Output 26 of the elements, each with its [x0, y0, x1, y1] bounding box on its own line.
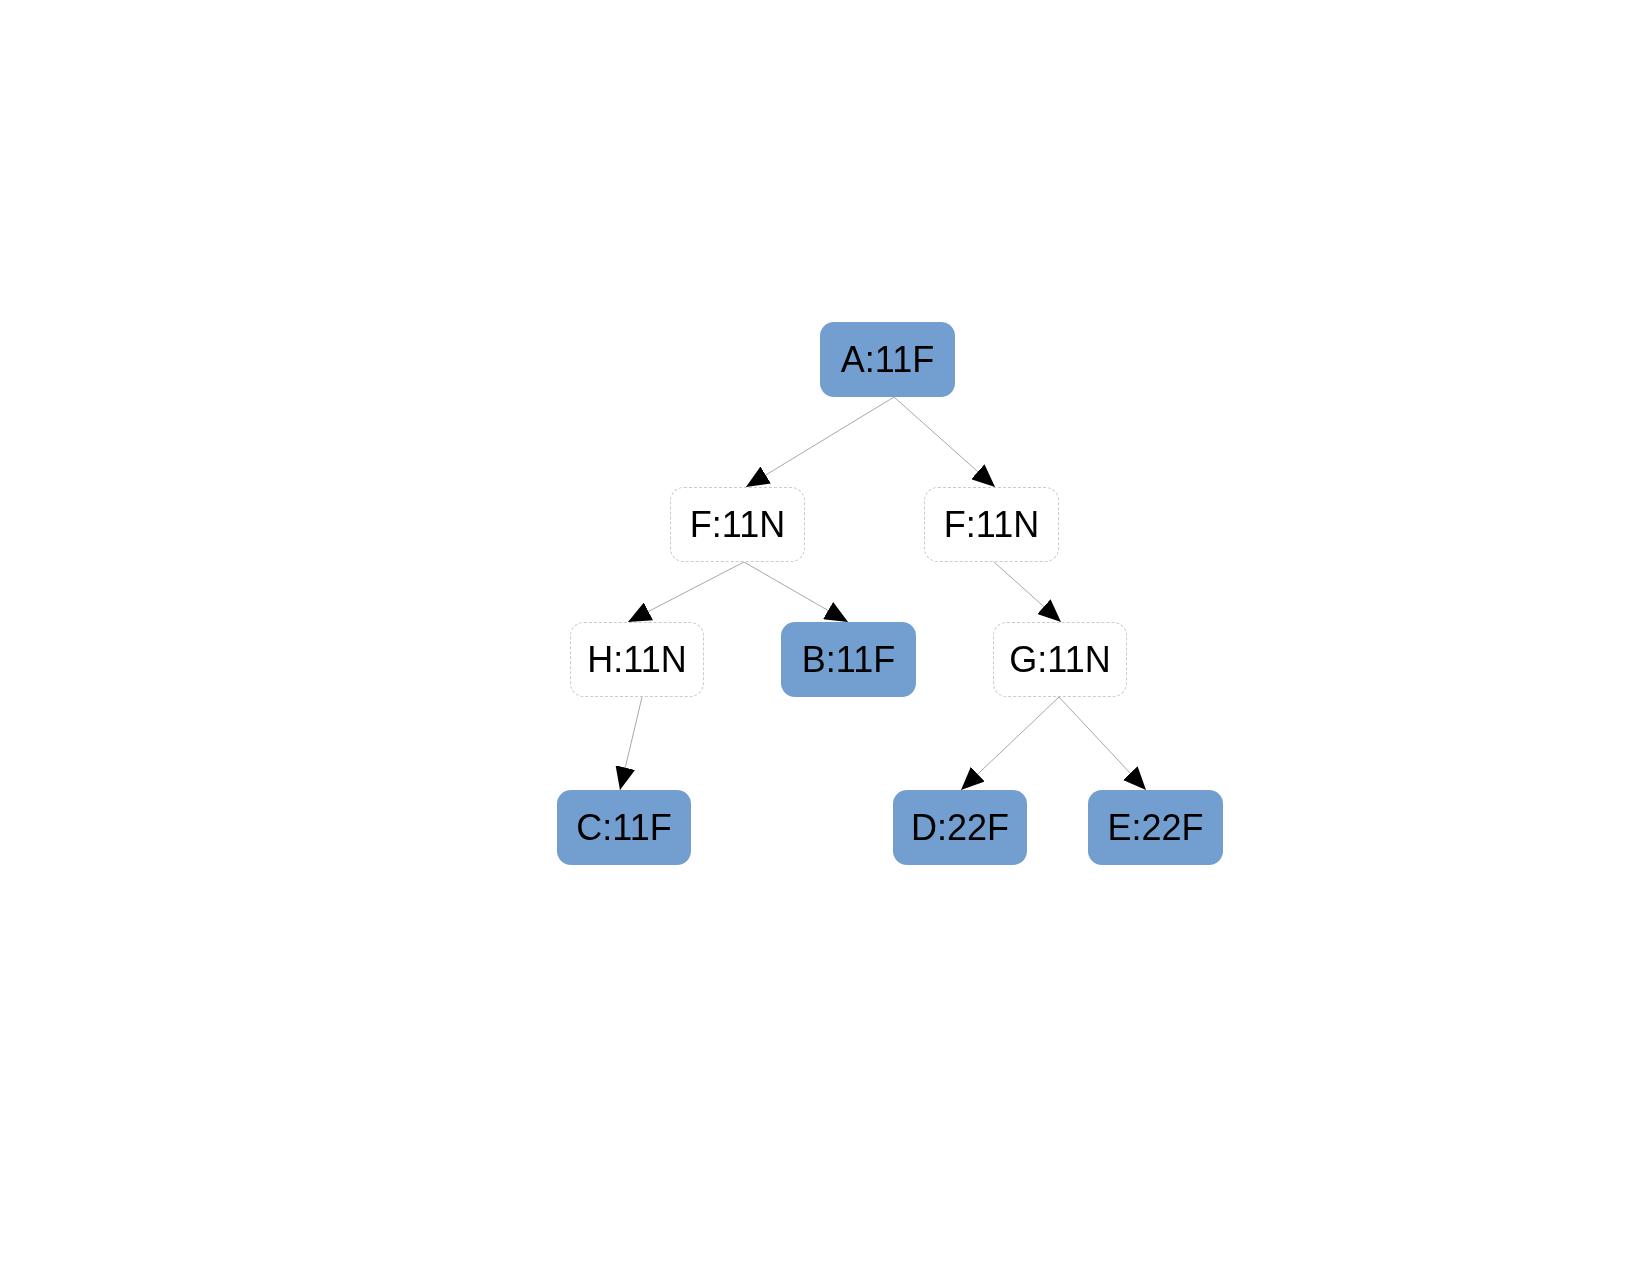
node-label: G:11N [1009, 639, 1111, 680]
node-label: A:11F [840, 339, 935, 380]
filled-node-box [893, 790, 1027, 865]
node-label: H:11N [587, 639, 687, 680]
arrow [745, 396, 895, 488]
filled-node-box [781, 622, 916, 697]
node-label: E:22F [1107, 807, 1204, 848]
dashed-node-box [570, 622, 704, 697]
node-label: F:11N [689, 504, 786, 545]
filled-node-box [1088, 790, 1223, 865]
node-label: F:11N [943, 504, 1040, 545]
arrow [960, 696, 1060, 791]
dashed-node-box [924, 487, 1059, 562]
arrow [615, 696, 643, 791]
filled-node-box [557, 790, 691, 865]
filled-node-box [820, 322, 955, 397]
arrow [627, 561, 745, 623]
node-label: B:11F [801, 639, 896, 680]
node-label: D:22F [910, 807, 1009, 848]
dashed-node-box [670, 487, 805, 562]
arrow [993, 561, 1062, 623]
arrow [893, 396, 996, 488]
node-label: C:11F [576, 807, 672, 848]
dashed-node-box [993, 622, 1127, 697]
arrow [1058, 696, 1147, 791]
arrow [743, 561, 849, 623]
